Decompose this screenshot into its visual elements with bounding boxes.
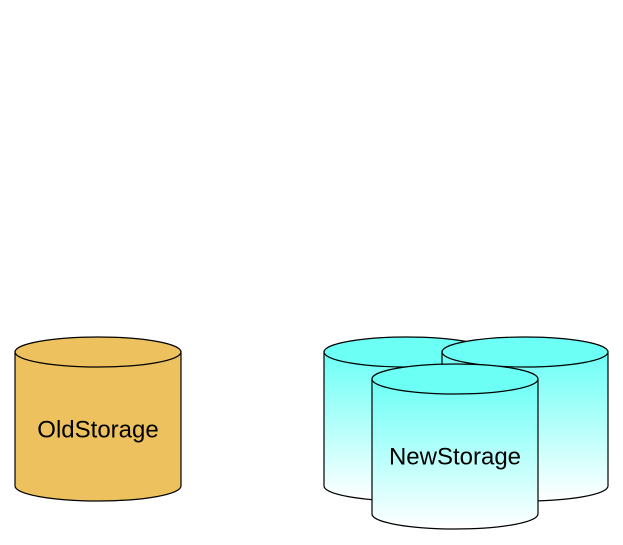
- old-storage-cylinder: OldStorage: [14, 336, 182, 502]
- old-storage-label: OldStorage: [37, 416, 158, 443]
- new-storage-label: NewStorage: [389, 443, 521, 470]
- new-storage-cluster: NewStorage: [323, 336, 609, 530]
- old-storage-body: [14, 351, 182, 502]
- old-storage-top: [14, 336, 182, 368]
- new-storage-unit-front: [371, 363, 539, 530]
